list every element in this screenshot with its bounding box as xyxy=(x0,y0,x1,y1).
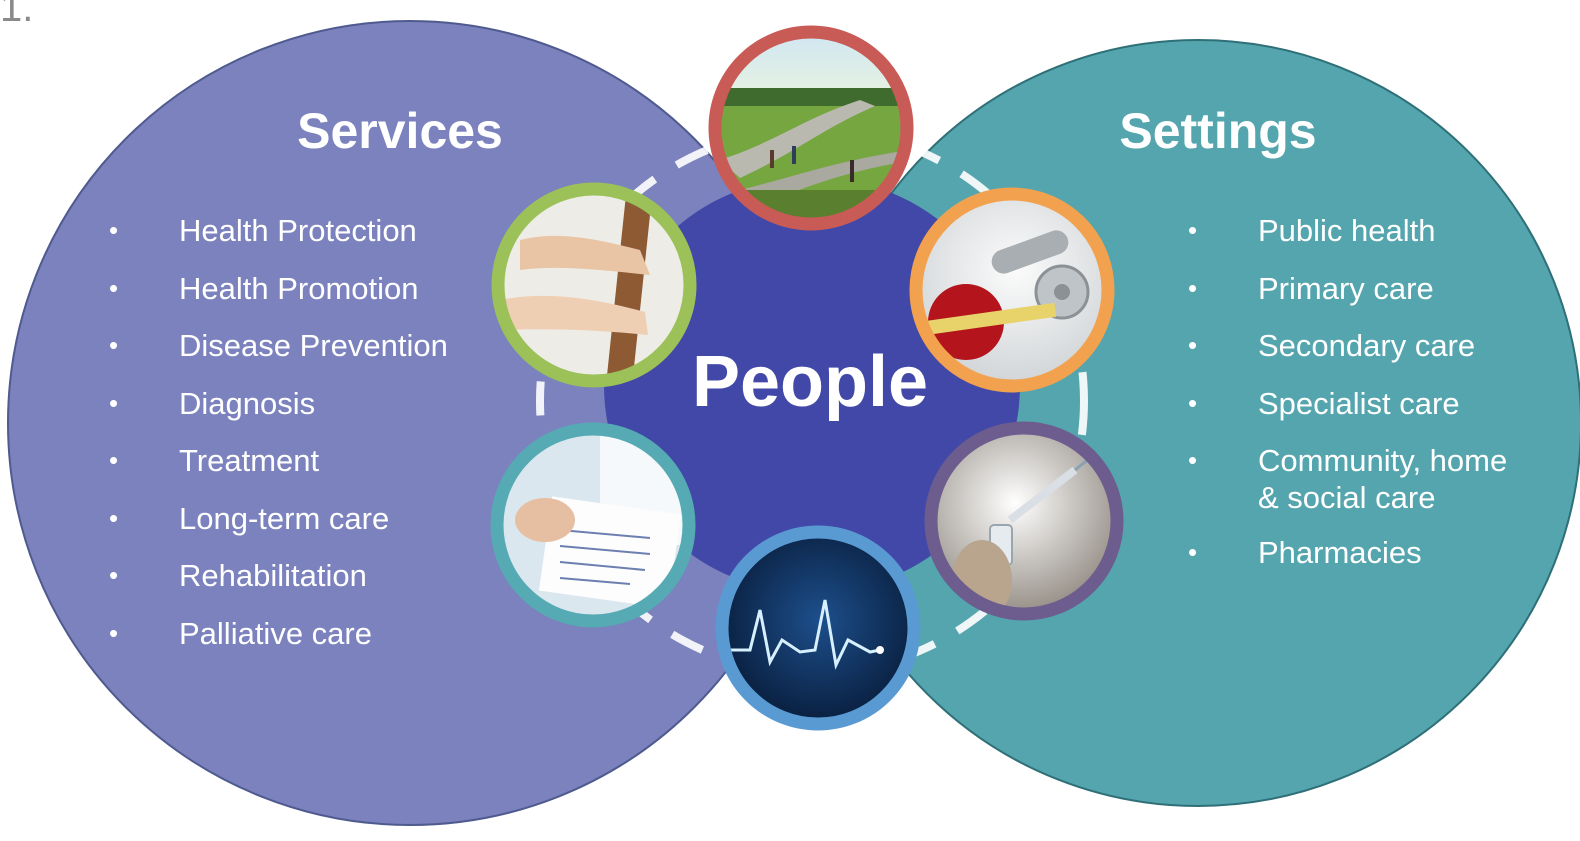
heartbeat-monitor-photo xyxy=(715,525,921,731)
people-label: People xyxy=(691,342,929,422)
settings-item-line: & social care xyxy=(1258,480,1436,515)
services-title: Services xyxy=(297,103,503,159)
settings-list: Public health Primary care Secondary car… xyxy=(1188,212,1508,592)
settings-item: Pharmacies xyxy=(1188,534,1507,571)
vaccine-syringe-photo xyxy=(924,421,1124,621)
services-item: Long-term care xyxy=(109,500,448,558)
services-item: Disease Prevention xyxy=(109,327,448,385)
services-item: Rehabilitation xyxy=(109,557,448,615)
settings-item-line: Community, home xyxy=(1258,443,1508,478)
services-item: Palliative care xyxy=(109,615,448,673)
services-item: Health Promotion xyxy=(109,270,448,328)
settings-item: Public health xyxy=(1188,212,1507,249)
settings-item: Secondary care xyxy=(1188,327,1507,364)
settings-item: Community, home & social care xyxy=(1188,442,1508,516)
dumbbells-apple-photo xyxy=(909,187,1115,393)
slide-number: 1. xyxy=(0,0,34,30)
helping-hands-photo xyxy=(491,182,697,388)
settings-item: Primary care xyxy=(1188,270,1507,307)
services-list: Health Protection Health Promotion Disea… xyxy=(109,212,448,673)
prescription-note-photo xyxy=(490,422,696,628)
settings-title: Settings xyxy=(1119,103,1317,159)
walking-path-photo xyxy=(708,25,914,231)
services-item: Diagnosis xyxy=(109,385,448,443)
services-item: Treatment xyxy=(109,442,448,500)
services-item: Health Protection xyxy=(109,212,448,270)
settings-item: Specialist care xyxy=(1188,385,1507,422)
